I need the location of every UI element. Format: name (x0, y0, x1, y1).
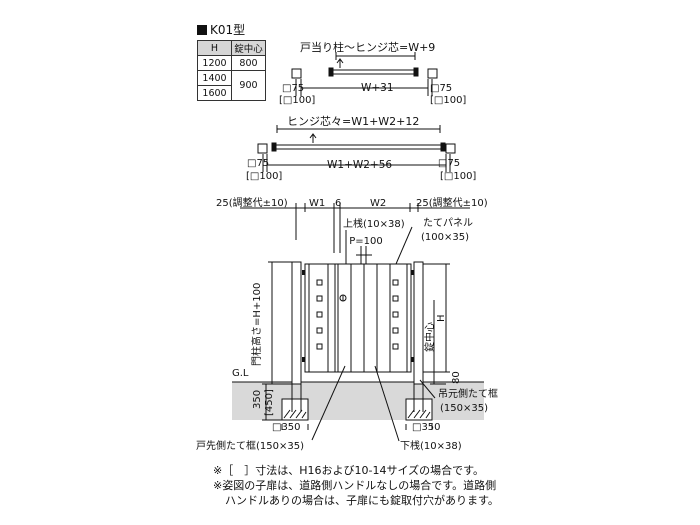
gap-label: 80 (451, 371, 462, 384)
hinge-frame-size-label: (150×35) (440, 403, 488, 414)
plan2-left-post-alt: [□100] (246, 171, 282, 182)
plan1-right-post-alt: [□100] (430, 95, 466, 106)
plan2-right-post: □75 (438, 158, 460, 169)
note-line: ハンドルありの場合は、子扉にも錠取付穴があります。 (225, 494, 499, 507)
table-row: 1600 (197, 85, 266, 101)
note-line: ※姿図の子扉は、道路側ハンドルなしの場合です。道路側 (213, 479, 497, 492)
gl-label: G.L (232, 368, 249, 379)
post-height-label: 門柱高さ=H+100 (250, 283, 263, 366)
plan2-left-post: □75 (247, 158, 269, 169)
plan1-right-post: □75 (430, 83, 452, 94)
depth-alt-label: [450] (264, 389, 275, 416)
h-label: H (436, 314, 447, 322)
vent-slots-left (316, 279, 399, 350)
foot-right-label: □350 (412, 422, 441, 433)
adjust-right-label: 25(調整代±10) (416, 196, 488, 209)
spec-table: H 錠中心 1200 800 1400 900 1600 (197, 40, 266, 101)
adjust-left-label: 25(調整代±10) (216, 196, 288, 209)
note-line: ※［ ］寸法は、H16および10-14サイズの場合です。 (213, 464, 485, 477)
upper-rail-label: 上桟(10×38) (343, 217, 405, 230)
lock-handle-icon (339, 294, 347, 302)
plan1-left-post: □75 (282, 83, 304, 94)
depth-label: 350 (252, 390, 263, 409)
table-header-lock: 錠中心 (231, 40, 266, 56)
table-row: 1400 900 (197, 70, 266, 101)
title-square-icon (197, 24, 207, 35)
pitch-label: P=100 (349, 236, 383, 247)
ground-area (232, 382, 484, 420)
plan2-caption: ヒンジ芯々=W1+W2+12 (287, 114, 419, 128)
hinge-icons (302, 270, 414, 362)
lower-rail-label: 下桟(10×38) (400, 439, 462, 452)
plan-view-double (257, 125, 456, 172)
w1-label: W1 (309, 198, 325, 209)
six-label: 6 (335, 198, 341, 209)
plan1-caption: 戸当り柱〜ヒンジ芯=W+9 (300, 40, 435, 54)
panel-size-label: (100×35) (421, 232, 469, 243)
foot-left-label: □350 (272, 422, 301, 433)
plan2-right-post-alt: [□100] (440, 171, 476, 182)
table-cell-h: 1600 (197, 85, 232, 101)
table-cell-lock: 900 (231, 70, 266, 101)
figure-title: K01型 (197, 21, 245, 38)
plan-view-single (291, 52, 438, 96)
figure-title-text: K01型 (210, 23, 246, 37)
lock-center-label: 錠中心 (423, 322, 436, 352)
table-header-row: H 錠中心 (197, 40, 266, 56)
w2-label: W2 (370, 198, 386, 209)
hinge-frame-label: 吊元側たて框 (438, 387, 498, 400)
plan1-left-post-alt: [□100] (279, 95, 315, 106)
plan1-mid-dim: W+31 (361, 82, 394, 94)
plan2-mid-dim: W1+W2+56 (327, 159, 392, 171)
tip-frame-label: 戸先側たて框(150×35) (196, 439, 304, 452)
panel-label: たてパネル (423, 217, 473, 229)
notes: ※［ ］寸法は、H16および10-14サイズの場合です。 ※姿図の子扉は、道路側… (213, 463, 499, 508)
